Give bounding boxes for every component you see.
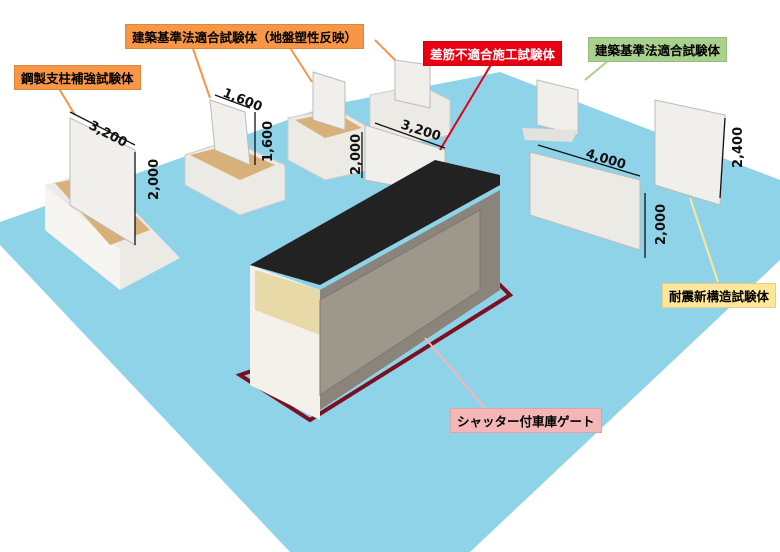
dim-label: 2,000 xyxy=(654,204,669,245)
seismic-specimen xyxy=(529,99,726,251)
dim-label: 2,000 xyxy=(349,134,364,175)
steel-column-specimen xyxy=(45,117,180,290)
dim-label: 2,000 xyxy=(147,159,162,200)
label-steel-column: 鋼製支柱補強試験体 xyxy=(14,65,141,90)
label-code-compliant: 建築基準法適合試験体 xyxy=(588,37,728,62)
label-shutter-gate: シャッター付車庫ゲート xyxy=(450,408,602,433)
ground-specimen-1 xyxy=(184,99,286,216)
dimension-lines xyxy=(69,94,726,258)
shutter-gate xyxy=(235,160,514,423)
dim-label: 1,600 xyxy=(261,121,276,162)
label-seismic-new: 耐震新構造試験体 xyxy=(662,283,777,308)
dim-label: 2,400 xyxy=(731,127,746,168)
code-compliant-wall xyxy=(536,79,579,136)
label-rebar-noncompliant: 差筋不適合施工試験体 xyxy=(423,41,563,66)
label-code-compliant-ground: 建築基準法適合試験体（地盤塑性反映） xyxy=(125,24,365,49)
